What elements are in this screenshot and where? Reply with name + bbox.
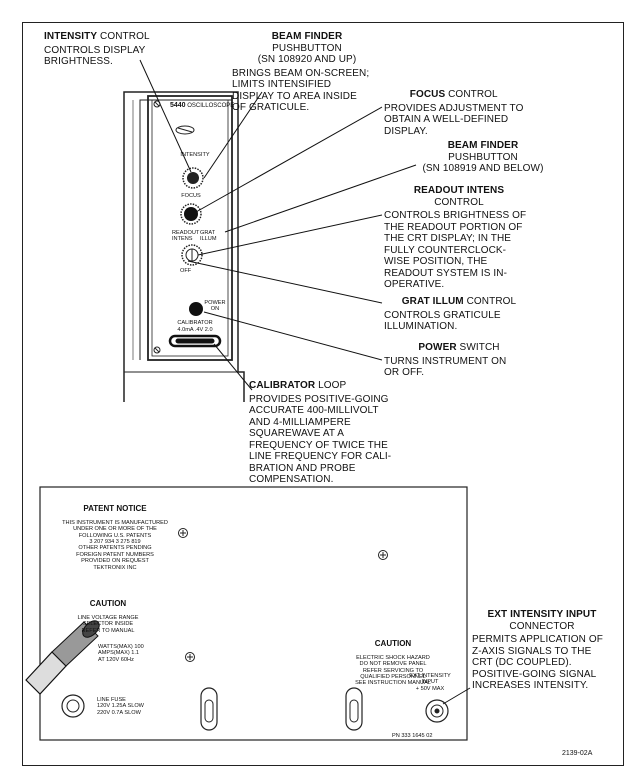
rear-panel-outline (39, 486, 468, 741)
callout-beam-finder-up: BEAM FINDER PUSHBUTTON (SN 108920 AND UP… (232, 31, 370, 113)
callout-grat-illum: GRAT ILLUM CONTROL CONTROLS GRATICULE IL… (384, 296, 517, 332)
callout-intensity: INTENSITY CONTROL CONTROLS DISPLAY BRIGH… (44, 31, 150, 67)
fuse-rating: LINE FUSE 120V 1.25A SLOW 220V 0.7A SLOW (97, 697, 144, 716)
model-label: 5440 OSCILLOSCOPE (170, 102, 235, 109)
focus-knob (180, 203, 202, 225)
callout-focus: FOCUS CONTROL PROVIDES ADJUSTMENT TO OBT… (384, 89, 524, 137)
caution-shock: CAUTION ELECTRIC SHOCK HAZARD DO NOT REM… (355, 639, 431, 687)
calibrator-values: 4.0mA .4V 2.0 (177, 327, 213, 333)
line-fuse (61, 694, 85, 718)
power-button (189, 302, 203, 316)
ext-intensity-panel-label: EXT INTENSITY INPUT + 50V MAX (409, 673, 451, 692)
ext-intensity-connector (425, 699, 449, 723)
callout-readout-intens: READOUT INTENS CONTROL CONTROLS BRIGHTNE… (384, 185, 527, 290)
callout-ext-intensity: EXT INTENSITY INPUT CONNECTOR PERMITS AP… (472, 609, 603, 691)
figure-frame (22, 22, 624, 766)
slot-foot (200, 687, 363, 731)
knob-label-focus: FOCUS (181, 193, 201, 199)
knob-label-off: OFF (180, 268, 192, 274)
panel-screw (153, 100, 161, 354)
patent-notice: PATENT NOTICE THIS INSTRUMENT IS MANUFAC… (62, 504, 168, 571)
callout-beam-finder-below: BEAM FINDER PUSHBUTTON (SN 108919 AND BE… (422, 140, 544, 174)
tektronix-logo (175, 125, 195, 135)
rear-screw (178, 528, 388, 662)
part-number: PN 333 1645 02 (392, 733, 433, 739)
calibrator-loop (168, 334, 222, 348)
power-label: POWER ON (204, 300, 226, 313)
caution-voltage: CAUTION LINE VOLTAGE RANGE SELECTOR INSI… (77, 599, 139, 634)
watts-rating: WATTS(MAX) 100 AMPS(MAX) 1.1 AT 120V 60H… (98, 644, 144, 663)
leader-lines (139, 59, 471, 705)
readout-grat-knob (181, 244, 203, 266)
front-panel-outline (123, 91, 245, 402)
callout-calibrator: CALIBRATOR LOOP PROVIDES POSITIVE-GOING … (249, 380, 392, 485)
power-cord (25, 620, 100, 695)
calibrator-panel-label: CALIBRATOR (177, 320, 213, 326)
intensity-knob (182, 167, 204, 189)
knob-label-readout: READOUT INTENS (172, 230, 200, 243)
knob-label-grat: GRAT ILLUM (200, 230, 217, 243)
callout-power: POWER SWITCH TURNS INSTRUMENT ON OR OFF. (384, 342, 507, 378)
figure-reference: 2139-02A (562, 750, 593, 757)
knob-label-intensity: INTENSITY (180, 152, 210, 158)
